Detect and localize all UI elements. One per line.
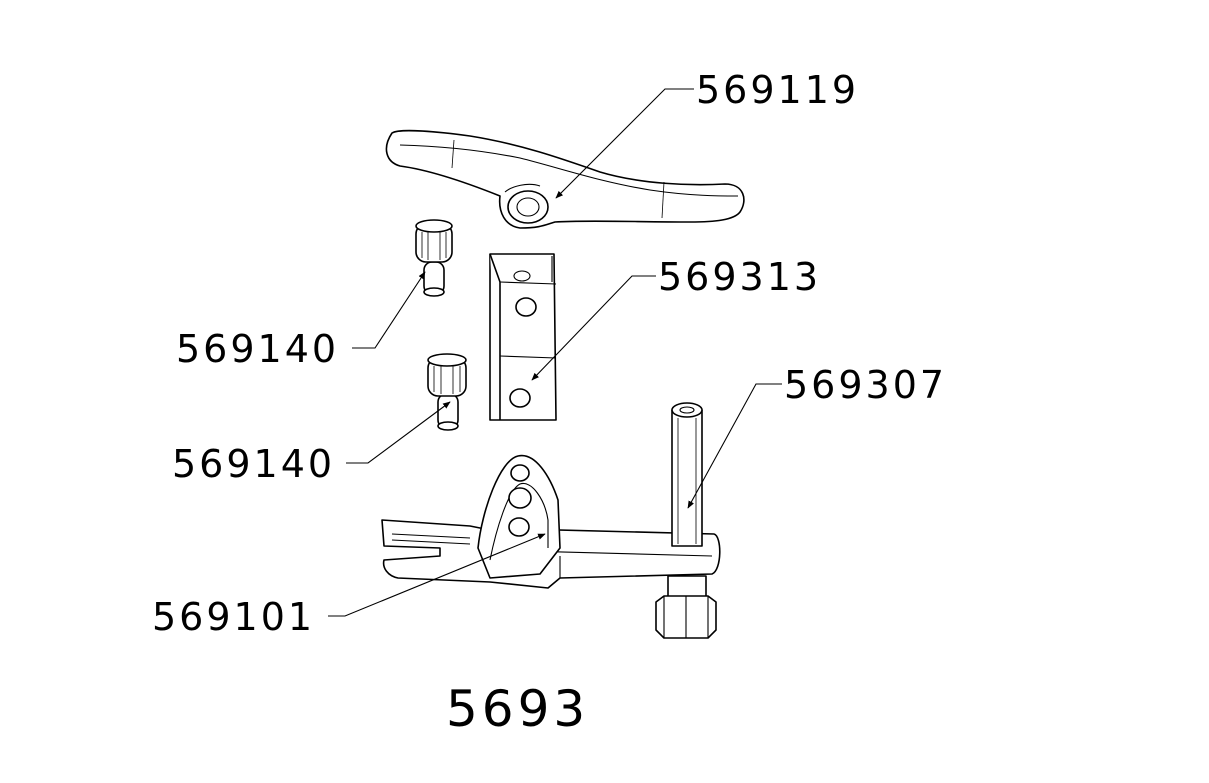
leader-screw-upper	[352, 271, 426, 349]
callout-base: 569101	[152, 595, 315, 639]
screw-lower-part	[427, 353, 467, 431]
leader-pin	[687, 383, 782, 509]
screw-upper-part	[415, 219, 453, 297]
leader-handle	[555, 88, 694, 199]
callout-screw-lower: 569140	[172, 442, 335, 486]
base-part	[381, 454, 721, 589]
pin-part	[655, 402, 717, 639]
leader-base	[328, 533, 546, 617]
callout-pin: 569307	[784, 363, 947, 407]
leader-screw-lower	[346, 401, 451, 464]
callout-screw-upper: 569140	[176, 327, 339, 371]
block-part	[489, 253, 557, 421]
handle-part	[385, 129, 745, 229]
leader-block	[531, 275, 656, 381]
assembly-number: 5693	[446, 680, 589, 738]
callout-handle: 569119	[696, 68, 859, 112]
leader-lines	[328, 88, 782, 617]
callout-block: 569313	[658, 255, 821, 299]
